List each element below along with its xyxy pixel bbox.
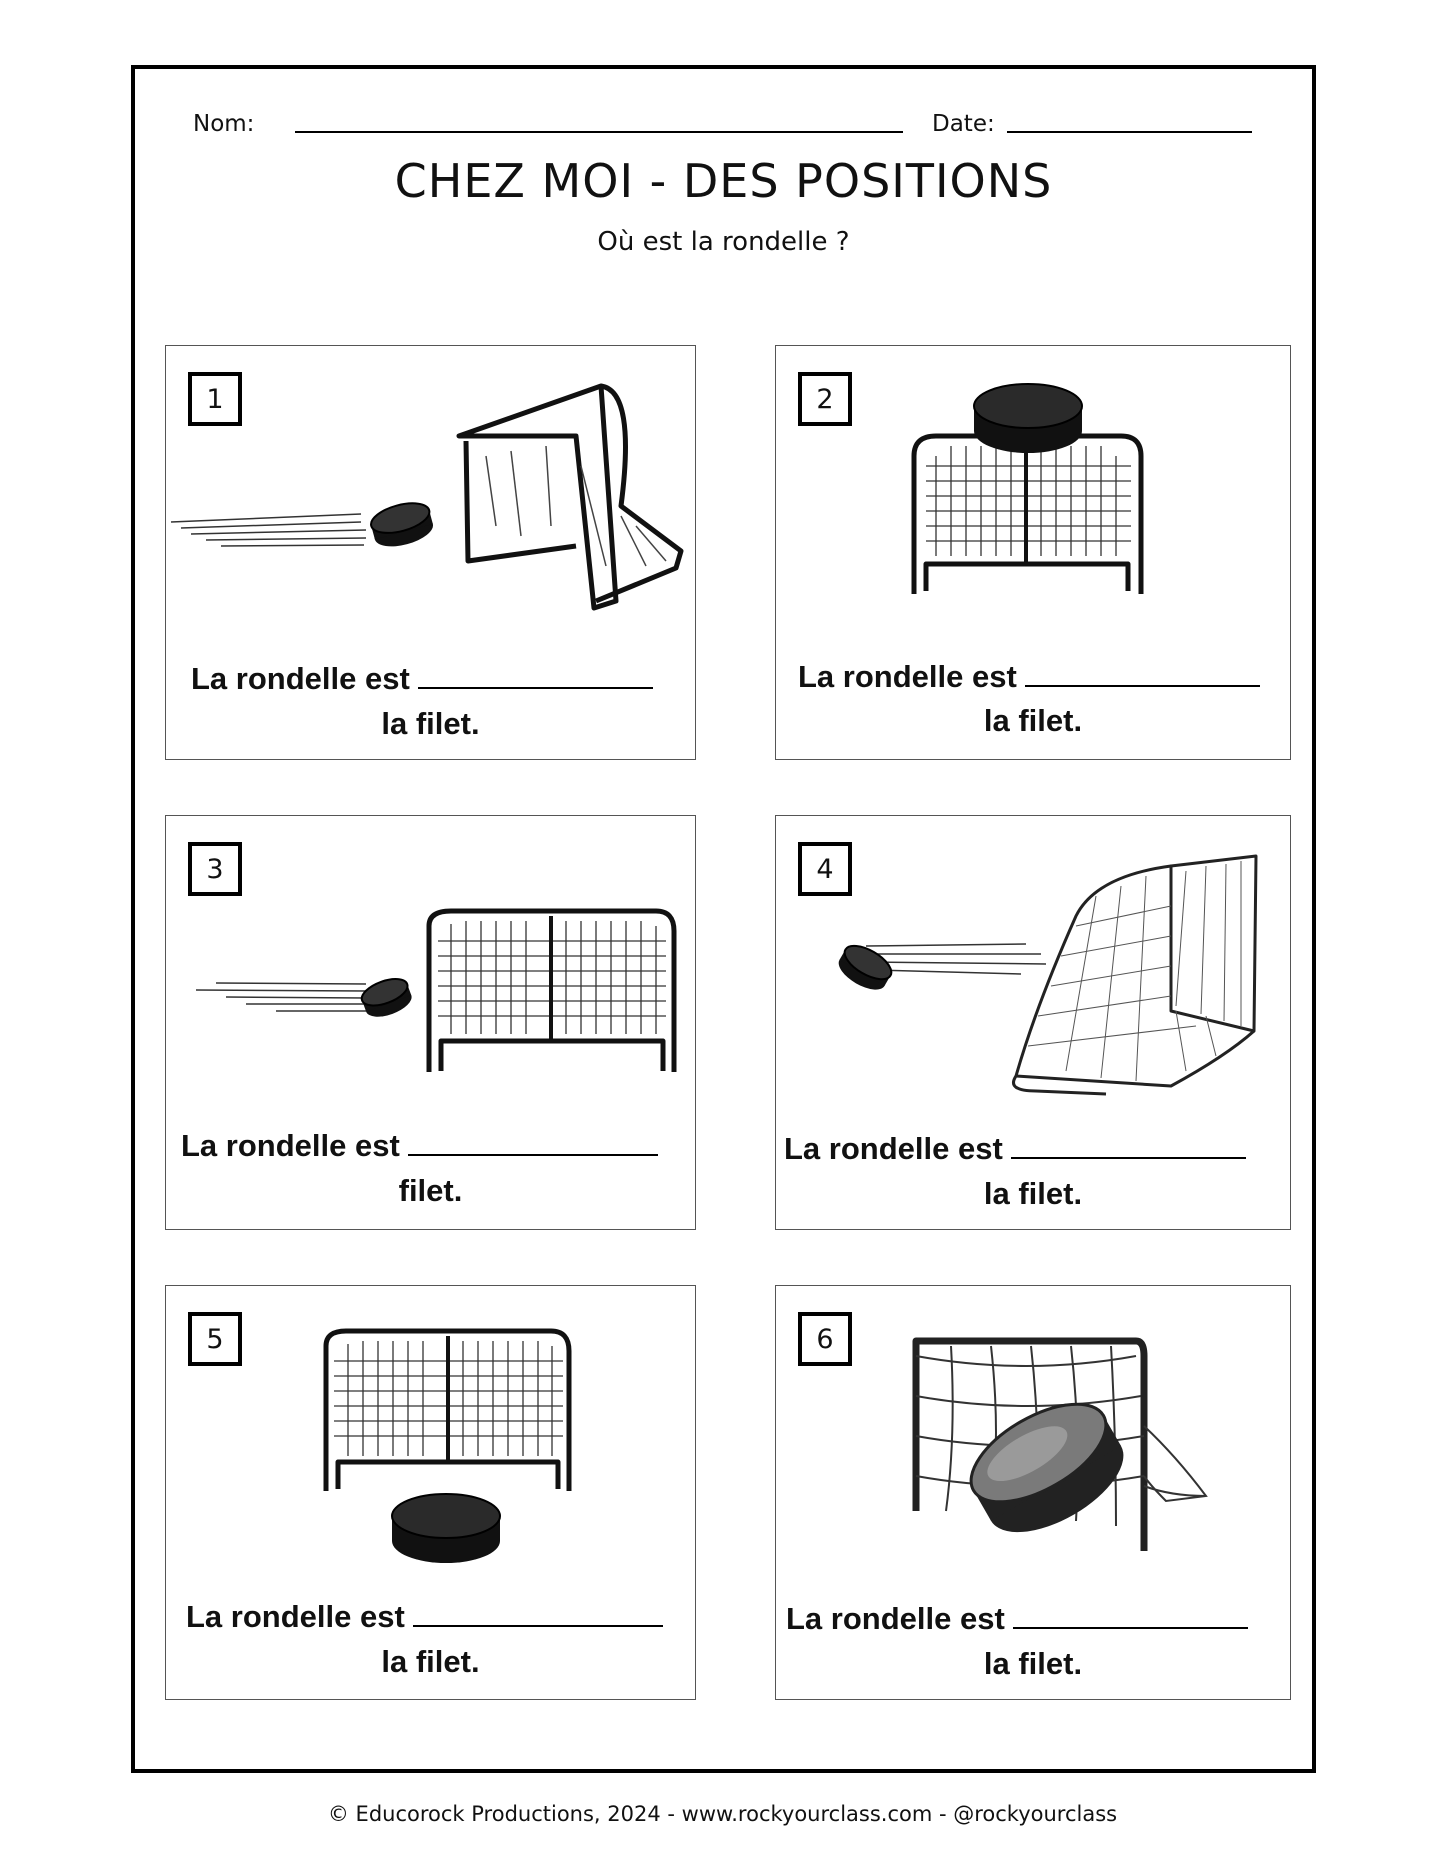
sentence-line-2: la filet. xyxy=(381,706,480,741)
card-number-box: 3 xyxy=(188,842,242,896)
sentence-line-2: la filet. xyxy=(381,1644,480,1679)
date-line xyxy=(1007,131,1252,133)
sentence-line-1: La rondelle est xyxy=(186,1599,695,1635)
sentence-line-1: La rondelle est xyxy=(191,661,695,697)
puck-on-top-of-net-icon xyxy=(911,383,1144,594)
exercise-card-4: 4 La rondelle est la filet. xyxy=(775,815,1291,1230)
sentence-start: La rondelle est xyxy=(191,661,410,696)
name-label: Nom: xyxy=(193,111,255,137)
answer-blank[interactable] xyxy=(412,1625,663,1627)
sentence-line-2: la filet. xyxy=(983,1176,1083,1211)
page-title: CHEZ MOI - DES POSITIONS xyxy=(394,154,1053,208)
sentence-start: La rondelle est xyxy=(798,659,1017,694)
puck-under-net-icon xyxy=(323,1328,572,1563)
puck-flying-toward-net-icon xyxy=(170,383,684,611)
puck-flying-beside-net-icon xyxy=(838,854,1258,1096)
exercise-card-2: 2 La rondelle est la filet. xyxy=(775,345,1291,760)
sentence-start: La rondelle est xyxy=(181,1128,400,1163)
sentence-line-1: La rondelle est xyxy=(786,1601,1290,1637)
card-number-box: 6 xyxy=(798,1312,852,1366)
page-footer: © Educorock Productions, 2024 - www.rock… xyxy=(327,1802,1118,1826)
answer-blank[interactable] xyxy=(1024,685,1260,687)
name-line xyxy=(295,131,903,133)
answer-blank[interactable] xyxy=(407,1154,658,1156)
puck-in-net-icon xyxy=(912,1337,1208,1551)
sentence-line-1: La rondelle est xyxy=(181,1128,695,1164)
sentence-line-2: la filet. xyxy=(983,1646,1083,1681)
worksheet-frame: Nom: Date: CHEZ MOI - DES POSITIONS Où e… xyxy=(131,65,1316,1773)
exercise-card-3: 3 La rondelle est f xyxy=(165,815,696,1230)
sentence-line-1: La rondelle est xyxy=(798,659,1290,695)
answer-blank[interactable] xyxy=(417,687,653,689)
exercise-card-6: 6 La rondelle est la filet. xyxy=(775,1285,1291,1700)
answer-blank[interactable] xyxy=(1012,1627,1248,1629)
card-number-box: 2 xyxy=(798,372,852,426)
puck-flying-in-front-of-net-icon xyxy=(195,908,677,1072)
sentence-start: La rondelle est xyxy=(786,1601,1005,1636)
answer-blank[interactable] xyxy=(1010,1157,1246,1159)
exercise-card-1: 1 La rondelle est la filet. xyxy=(165,345,696,760)
sentence-start: La rondelle est xyxy=(186,1599,405,1634)
exercise-card-5: 5 La rondelle est la filet. xyxy=(165,1285,696,1700)
card-number-box: 4 xyxy=(798,842,852,896)
date-label: Date: xyxy=(932,111,995,137)
sentence-line-1: La rondelle est xyxy=(784,1131,1290,1167)
sentence-line-2: la filet. xyxy=(983,703,1083,738)
sentence-start: La rondelle est xyxy=(784,1131,1003,1166)
card-number-box: 1 xyxy=(188,372,242,426)
sentence-line-2: filet. xyxy=(398,1173,463,1208)
card-number-box: 5 xyxy=(188,1312,242,1366)
page-subtitle: Où est la rondelle ? xyxy=(597,227,850,257)
